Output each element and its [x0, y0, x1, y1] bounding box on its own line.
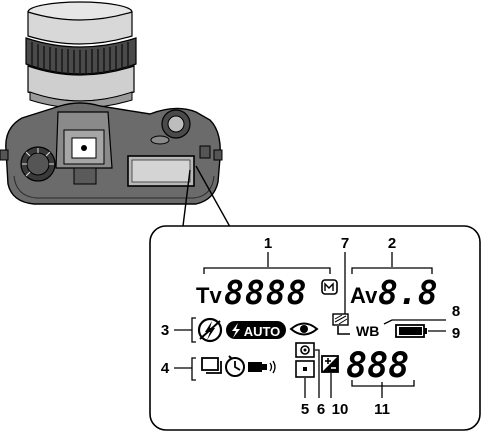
- aperture-mode-label: Av: [350, 283, 378, 308]
- svg-text:7: 7: [341, 235, 349, 252]
- metering-icon: [295, 342, 315, 358]
- callout-8: 8: [383, 303, 460, 325]
- svg-text:5: 5: [301, 401, 309, 418]
- svg-text:10: 10: [332, 401, 349, 418]
- flash-auto-label: AUTO: [244, 324, 281, 339]
- flash-auto-icon: AUTO: [226, 321, 286, 339]
- callout-6: 6: [315, 349, 325, 418]
- remote-icon: [248, 360, 276, 374]
- spot-metering-icon: [295, 360, 315, 378]
- camera-illustration-icon: [0, 1, 223, 205]
- red-eye-icon: [289, 322, 319, 336]
- aperture-digits: 8.8: [378, 273, 438, 312]
- bracketing-icon: [332, 313, 350, 335]
- callout-5: 5: [301, 378, 309, 418]
- svg-text:2: 2: [388, 235, 396, 252]
- shutter-speed-digits: 8888: [224, 273, 307, 312]
- self-timer-icon: [225, 355, 245, 377]
- svg-text:9: 9: [452, 325, 460, 342]
- callout-10: 10: [330, 373, 349, 418]
- svg-text:3: 3: [161, 322, 169, 339]
- frame-counter-digits: 888: [346, 346, 409, 386]
- battery-icon: [395, 324, 427, 338]
- white-balance-label: WB: [356, 323, 379, 339]
- callout-9: 9: [428, 325, 460, 342]
- callout-3: 3: [161, 317, 196, 343]
- svg-text:1: 1: [264, 235, 272, 252]
- callout-1: 1: [203, 235, 331, 274]
- callout-2: 2: [351, 235, 433, 274]
- flash-off-icon: [197, 317, 223, 343]
- shutter-mode-label: Tv: [196, 283, 222, 308]
- svg-text:11: 11: [374, 401, 390, 418]
- zoom-pointer: [181, 165, 235, 235]
- callout-4: 4: [161, 357, 196, 381]
- svg-text:6: 6: [317, 401, 325, 418]
- svg-text:4: 4: [161, 360, 170, 377]
- svg-text:8: 8: [452, 303, 460, 320]
- callout-11: 11: [351, 380, 415, 418]
- drive-mode-icon: [201, 357, 222, 374]
- callout-7: 7: [341, 235, 349, 316]
- mf-icon: [321, 279, 338, 295]
- exposure-compensation-icon: [321, 355, 339, 373]
